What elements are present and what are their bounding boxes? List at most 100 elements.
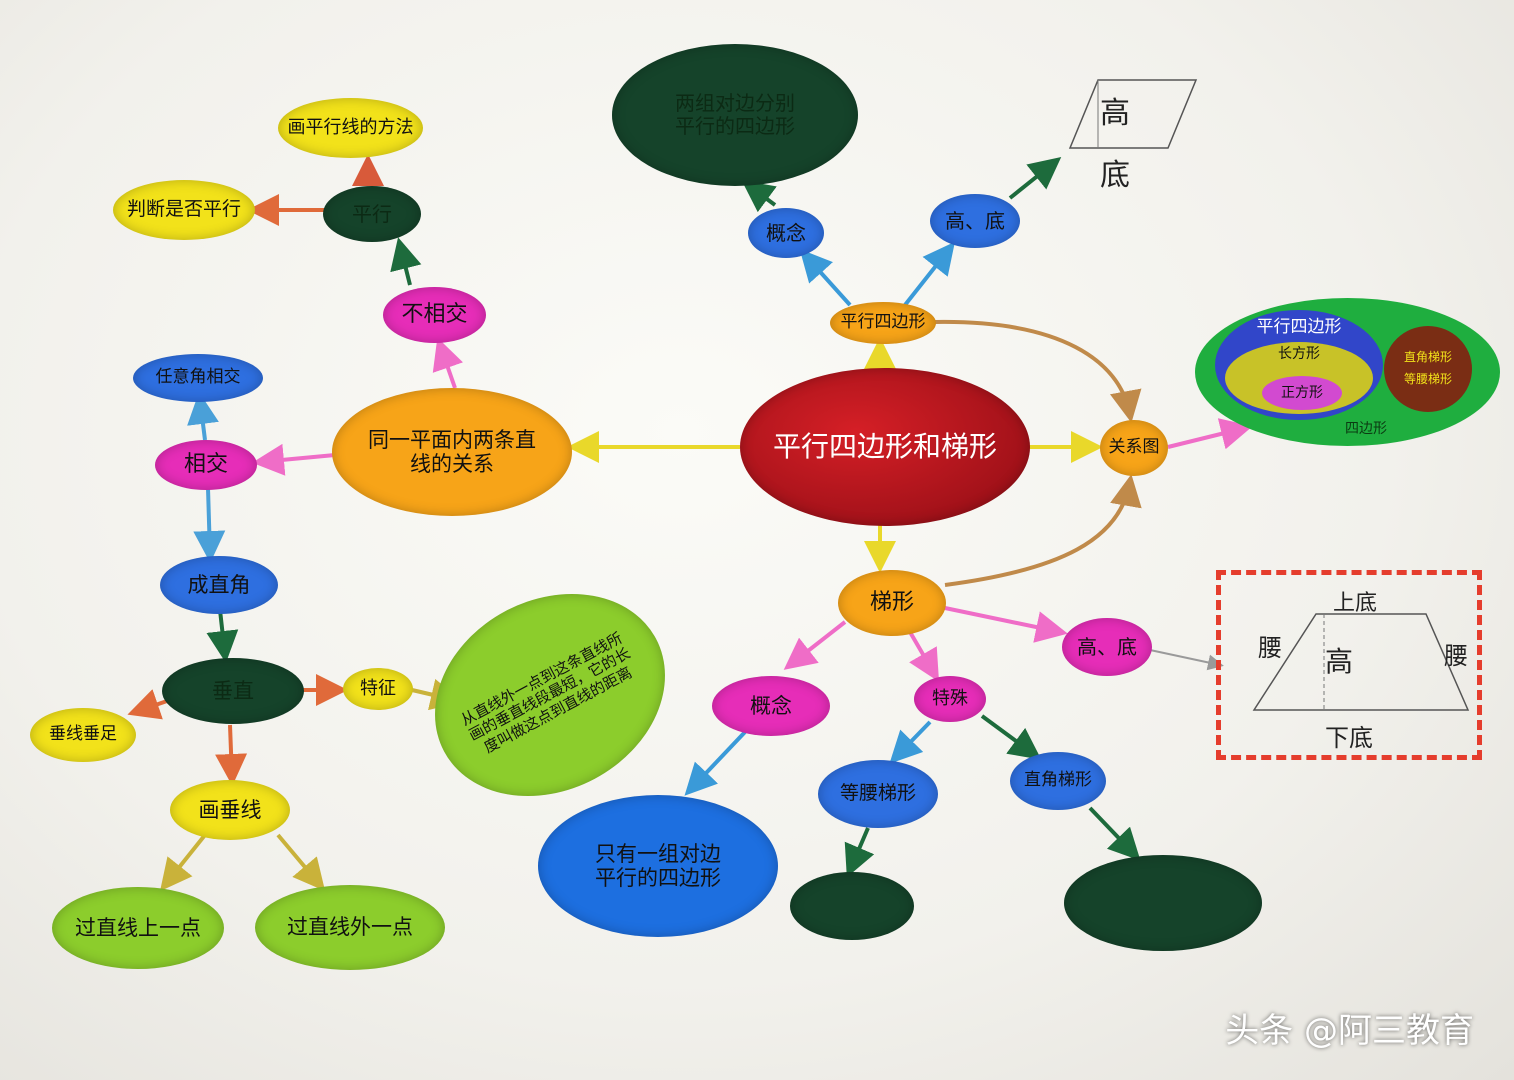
arrow-hd-to-trapfig — [1149, 649, 1224, 671]
trap-def-label: 只有一组对边平行的四边形 — [595, 841, 721, 890]
arrow-special-to-right — [980, 714, 1042, 760]
pgram-concept-label: 概念 — [766, 220, 806, 245]
watermark: 头条 @阿三教育 — [1225, 1011, 1474, 1051]
right-angle-node[interactable]: 成直角 — [160, 556, 278, 614]
judge-parallel-node[interactable]: 判断是否平行 — [113, 180, 255, 240]
arrow-trap-to-concept — [783, 620, 847, 670]
isosceles-label: 等腰梯形 — [839, 782, 916, 805]
right-blob — [1064, 855, 1262, 951]
through-on-label: 过直线上一点 — [75, 915, 201, 940]
arrow-chart-to-venn — [1167, 418, 1253, 450]
arrow-notintersect-to-parallel — [390, 237, 422, 286]
pgram-hd-label: 高、底 — [945, 208, 1005, 233]
trap-label: 梯形 — [869, 590, 914, 616]
trap-fig-leg-right: 腰 — [1444, 642, 1468, 670]
feature-label: 特征 — [360, 677, 396, 699]
isosceles-node[interactable]: 等腰梯形 — [818, 760, 938, 828]
pgram-fig-height: 高 — [1100, 96, 1130, 131]
right-trap-node[interactable]: 直角梯形 — [1010, 752, 1106, 810]
arrow-draw-to-off — [276, 833, 326, 892]
pgram-figure — [1068, 79, 1198, 149]
intersect-label: 相交 — [183, 452, 228, 478]
perpendicular-label: 垂直 — [212, 678, 254, 703]
trap-hd-node[interactable]: 高、底 — [1062, 618, 1152, 676]
arrow-special-to-iso — [889, 720, 932, 764]
not-intersect-node[interactable]: 不相交 — [383, 287, 486, 343]
through-off-label: 过直线外一点 — [287, 915, 413, 940]
iso-blob — [790, 872, 914, 940]
pgram-node[interactable]: 平行四边形 — [830, 302, 936, 344]
venn-pgram-label: 平行四边形 — [1256, 317, 1342, 337]
feature-text-label: 从直线外一点到这条直线所画的垂直线段最短，它的长度叫做这点到直线的距离 — [457, 629, 635, 757]
arrow-pgram-to-concept — [799, 249, 852, 307]
center-node[interactable]: 平行四边形和梯形 — [740, 368, 1030, 526]
arrow-draw-to-on — [160, 833, 207, 892]
arrow-relation-to-notintersect — [432, 337, 464, 389]
feature-node[interactable]: 特征 — [343, 668, 413, 710]
parallel-label: 平行 — [352, 201, 392, 226]
arrow-right-to-blob — [1088, 806, 1141, 861]
relation-label: 同一平面内两条直线的关系 — [368, 427, 536, 476]
not-intersect-label: 不相交 — [401, 302, 468, 328]
pgram-fig-base: 底 — [1100, 158, 1130, 193]
trap-fig-top: 上底 — [1333, 591, 1378, 616]
relation-chart-node[interactable]: 关系图 — [1100, 420, 1168, 476]
arrow-trap-to-hd — [944, 606, 1068, 643]
trap-fig-leg-left: 腰 — [1258, 634, 1282, 662]
arrow-concept-to-def — [741, 180, 777, 213]
trap-concept-node[interactable]: 概念 — [712, 676, 830, 736]
trap-shape — [1252, 613, 1470, 711]
draw-perp-node[interactable]: 画垂线 — [170, 780, 290, 840]
trap-fig-bottom: 下底 — [1325, 724, 1373, 752]
arrow-trap-to-special — [908, 630, 940, 682]
trap-fig-height: 高 — [1325, 645, 1354, 678]
venn-trap-b-label: 等腰梯形 — [1403, 372, 1452, 386]
through-off-node[interactable]: 过直线外一点 — [255, 885, 445, 970]
trap-def-node[interactable]: 只有一组对边平行的四边形 — [538, 795, 778, 937]
venn-square: 正方形 — [1262, 376, 1342, 410]
venn-trap-a-label: 直角梯形 — [1403, 350, 1452, 365]
right-trap-label: 直角梯形 — [1024, 770, 1092, 791]
parallel-node[interactable]: 平行 — [323, 186, 421, 242]
arrow-iso-to-blob — [844, 827, 875, 878]
arrow-hd-to-figure — [1008, 157, 1062, 200]
intersect-node[interactable]: 相交 — [155, 440, 257, 490]
pgram-def-node[interactable]: 两组对边分别平行的四边形 — [612, 44, 858, 186]
any-angle-label: 任意角相交 — [155, 367, 241, 388]
venn-quad-label: 四边形 — [1345, 421, 1387, 437]
any-angle-node[interactable]: 任意角相交 — [133, 354, 263, 402]
arrow-intersect-to-any — [187, 392, 219, 441]
pgram-concept-node[interactable]: 概念 — [748, 208, 824, 258]
venn-rect-label: 长方形 — [1278, 346, 1320, 362]
foot-label: 垂线垂足 — [49, 724, 117, 745]
trap-hd-label: 高、底 — [1077, 634, 1137, 659]
venn-square-label: 正方形 — [1281, 384, 1323, 401]
arrow-intersect-to-right — [193, 487, 226, 563]
arrow-perp-to-draw — [215, 724, 248, 786]
relation-chart-label: 关系图 — [1108, 437, 1160, 458]
pgram-label: 平行四边形 — [840, 312, 926, 333]
foot-node[interactable]: 垂线垂足 — [30, 708, 136, 762]
center-label: 平行四边形和梯形 — [772, 429, 997, 463]
arrow-pgram-to-chart — [934, 319, 1142, 423]
arrow-concept-to-trapdef — [684, 730, 747, 796]
through-on-node[interactable]: 过直线上一点 — [52, 887, 224, 969]
trap-special-node[interactable]: 特殊 — [914, 676, 986, 722]
venn-trap: 直角梯形 等腰梯形 — [1384, 326, 1472, 412]
arrow-right-to-perp — [206, 609, 239, 663]
arrow-trap-to-chart — [944, 474, 1142, 587]
arrow-pgram-to-hd — [903, 241, 955, 307]
pgram-shape — [1068, 79, 1198, 149]
draw-perp-label: 画垂线 — [198, 797, 262, 822]
arrow-perp-to-foot — [127, 689, 171, 720]
draw-parallel-label: 画平行线的方法 — [287, 116, 414, 138]
trap-node[interactable]: 梯形 — [838, 570, 946, 636]
draw-parallel-node[interactable]: 画平行线的方法 — [278, 98, 423, 158]
relation-node[interactable]: 同一平面内两条直线的关系 — [332, 388, 572, 516]
trap-special-label: 特殊 — [932, 687, 968, 709]
trap-concept-label: 概念 — [750, 693, 792, 718]
pgram-hd-node[interactable]: 高、底 — [930, 194, 1020, 248]
pgram-def-label: 两组对边分别平行的四边形 — [675, 91, 795, 138]
perpendicular-node[interactable]: 垂直 — [162, 658, 304, 724]
